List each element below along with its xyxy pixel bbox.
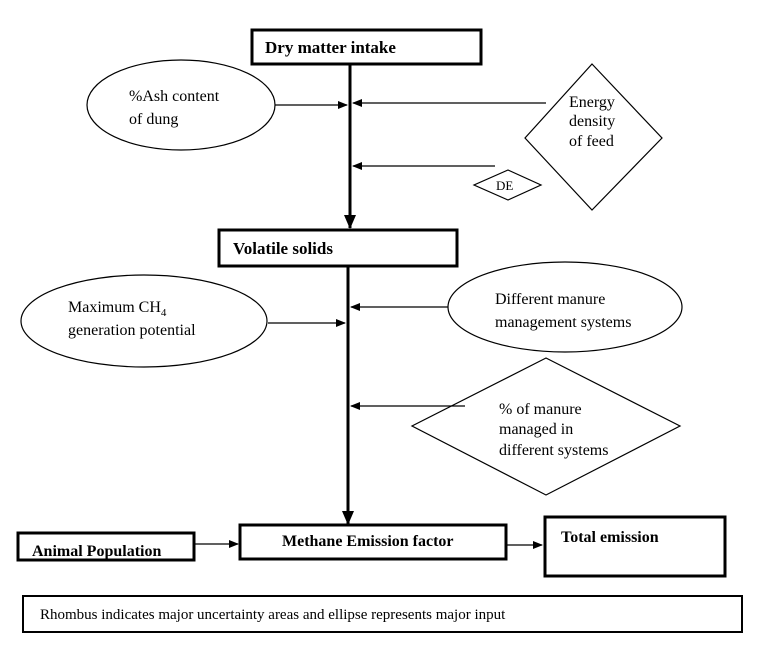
pct-manure-label-3: different systems bbox=[499, 442, 608, 459]
legend-box bbox=[22, 595, 743, 633]
pct-manure-rhombus bbox=[410, 357, 682, 496]
animal-population-label: Animal Population bbox=[32, 543, 161, 560]
ash-content-label-2: of dung bbox=[129, 111, 178, 128]
volatile-solids-box bbox=[217, 228, 459, 268]
energy-density-label-1: Energy bbox=[569, 94, 615, 111]
legend-text: Rhombus indicates major uncertainty area… bbox=[40, 607, 506, 623]
animal-population-box bbox=[16, 531, 196, 562]
ash-content-ellipse bbox=[86, 59, 276, 151]
max-ch4-label-2: generation potential bbox=[68, 322, 196, 339]
ash-content-label-1: %Ash content bbox=[129, 88, 220, 105]
volatile-solids-label: Volatile solids bbox=[233, 239, 333, 258]
pct-manure-label-1: % of manure bbox=[499, 401, 582, 418]
total-emission-label: Total emission bbox=[561, 529, 659, 546]
energy-density-rhombus bbox=[524, 63, 663, 211]
methane-emission-factor-label: Methane Emission factor bbox=[282, 533, 454, 550]
manure-systems-label-1: Different manure bbox=[495, 291, 605, 308]
max-ch4-ellipse bbox=[20, 274, 268, 368]
de-rhombus bbox=[472, 169, 543, 201]
pct-manure-label-2: managed in bbox=[499, 421, 573, 438]
methane-emission-factor-box bbox=[238, 523, 508, 561]
energy-density-label-2: density bbox=[569, 113, 615, 130]
total-emission-box bbox=[543, 515, 727, 578]
dry-matter-intake-box bbox=[250, 28, 483, 66]
max-ch4-label-1: Maximum CH4 bbox=[68, 299, 167, 319]
manure-systems-label-2: management systems bbox=[495, 314, 631, 331]
energy-density-label-3: of feed bbox=[569, 133, 614, 150]
de-label: DE bbox=[496, 178, 513, 193]
dry-matter-intake-label: Dry matter intake bbox=[265, 38, 396, 57]
